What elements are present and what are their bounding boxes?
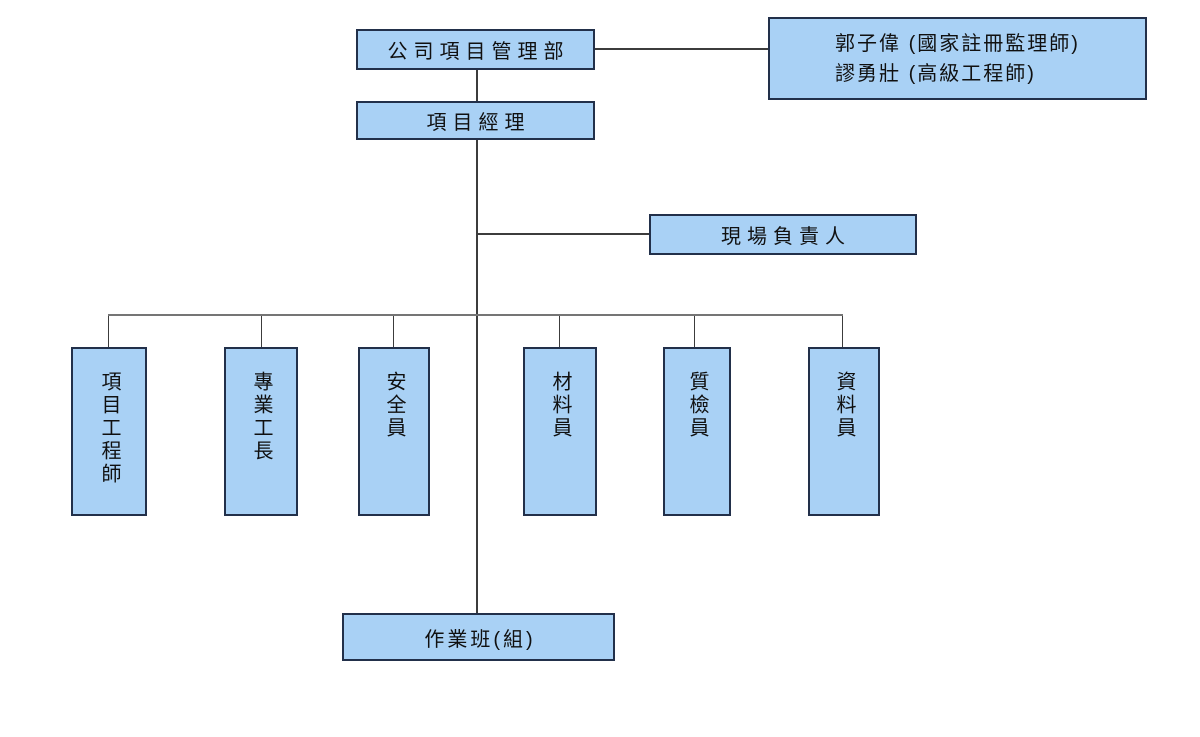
site-lead-label: 現場負責人 bbox=[721, 226, 851, 248]
connector-trunk-to-site-lead bbox=[478, 233, 649, 235]
drop-line-quality-inspector bbox=[694, 316, 695, 347]
drop-line-materials-officer bbox=[559, 316, 560, 347]
drop-line-foreman bbox=[261, 316, 262, 347]
connector-dept-to-advisors bbox=[595, 48, 768, 50]
staff-label-quality-inspector: 質檢員 bbox=[686, 371, 708, 440]
dept-box: 公司項目管理部 bbox=[356, 29, 595, 70]
distribution-line bbox=[108, 314, 843, 316]
advisors-lines: 郭子偉 (國家註冊監理師) 謬勇壯 (高級工程師) bbox=[835, 29, 1080, 89]
advisor-line-2: 謬勇壯 (高級工程師) bbox=[835, 62, 1036, 85]
staff-label-materials-officer: 材料員 bbox=[549, 371, 571, 440]
staff-label-project-engineer: 項目工程師 bbox=[98, 371, 120, 486]
staff-box-project-engineer: 項目工程師 bbox=[71, 347, 147, 516]
connector-trunk-manager-to-crew bbox=[476, 140, 478, 613]
staff-box-document-controller: 資料員 bbox=[808, 347, 880, 516]
advisors-box: 郭子偉 (國家註冊監理師) 謬勇壯 (高級工程師) bbox=[768, 17, 1147, 100]
manager-label: 項目經理 bbox=[426, 112, 531, 134]
crew-label: 作業班(組) bbox=[424, 628, 536, 651]
drop-line-project-engineer bbox=[108, 316, 109, 347]
staff-label-foreman: 專業工長 bbox=[250, 371, 272, 463]
staff-box-quality-inspector: 質檢員 bbox=[663, 347, 731, 516]
drop-line-safety-officer bbox=[393, 316, 394, 347]
crew-box: 作業班(組) bbox=[342, 613, 615, 661]
dept-label: 公司項目管理部 bbox=[387, 41, 570, 63]
advisor-line-1: 郭子偉 (國家註冊監理師) bbox=[835, 32, 1080, 55]
drop-line-document-controller bbox=[842, 316, 843, 347]
staff-box-foreman: 專業工長 bbox=[224, 347, 298, 516]
staff-label-document-controller: 資料員 bbox=[833, 371, 855, 440]
staff-box-safety-officer: 安全員 bbox=[358, 347, 430, 516]
site-lead-box: 現場負責人 bbox=[649, 214, 917, 255]
manager-box: 項目經理 bbox=[356, 101, 595, 140]
staff-label-safety-officer: 安全員 bbox=[383, 371, 405, 440]
staff-box-materials-officer: 材料員 bbox=[523, 347, 597, 516]
connector-dept-to-manager bbox=[476, 70, 478, 101]
